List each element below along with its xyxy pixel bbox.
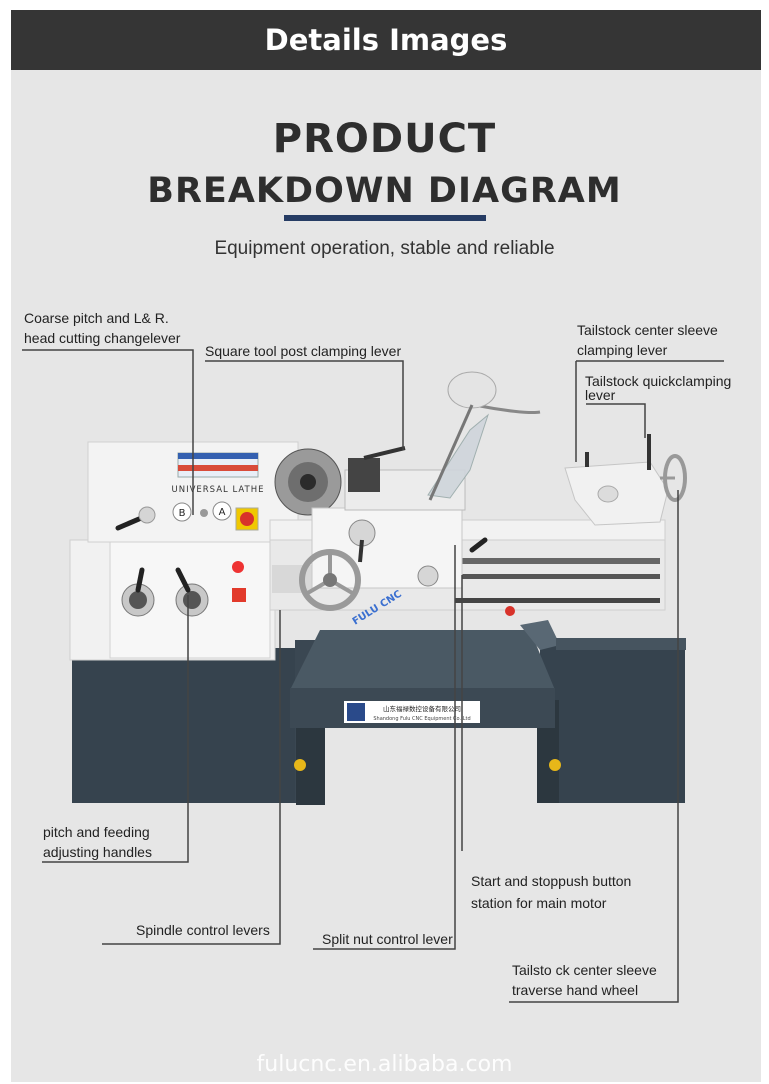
warning-sticker (294, 759, 306, 771)
panel-text: UNIVERSAL LATHE (171, 485, 264, 495)
title-underline (284, 215, 486, 221)
company-plate (344, 701, 480, 723)
headstock-base-cabinet (72, 648, 297, 803)
selector-a: A (219, 507, 226, 518)
title-line-2: BREAKDOWN DIAGRAM (147, 171, 622, 211)
tailstock-base-cabinet (540, 645, 685, 803)
label-coarse-pitch: Coarse pitch and L& R.head cutting chang… (24, 310, 181, 346)
leadscrew (455, 558, 660, 564)
feed-rod (455, 574, 660, 579)
footer-watermark: fulucnc.en.alibaba.com (256, 1052, 513, 1077)
carriage-handwheel (299, 549, 361, 611)
chip-tray (290, 630, 555, 690)
company-en: Shandong Fulu CNC Equipment Co.,Ltd (373, 716, 470, 722)
selector-b: B (179, 508, 186, 519)
tool-post (348, 458, 380, 492)
title-line-1: PRODUCT (272, 116, 497, 162)
label-square-tool-post: Square tool post clamping lever (205, 343, 402, 359)
chip-guard (427, 413, 490, 499)
subtitle: Equipment operation, stable and reliable (214, 238, 555, 259)
label-split-nut: Split nut control lever (322, 931, 453, 947)
header-banner: Details Images (11, 10, 761, 70)
label-spindle-control: Spindle control levers (136, 922, 270, 938)
company-cn: 山东福禄数控设备有限公司 (383, 704, 461, 713)
